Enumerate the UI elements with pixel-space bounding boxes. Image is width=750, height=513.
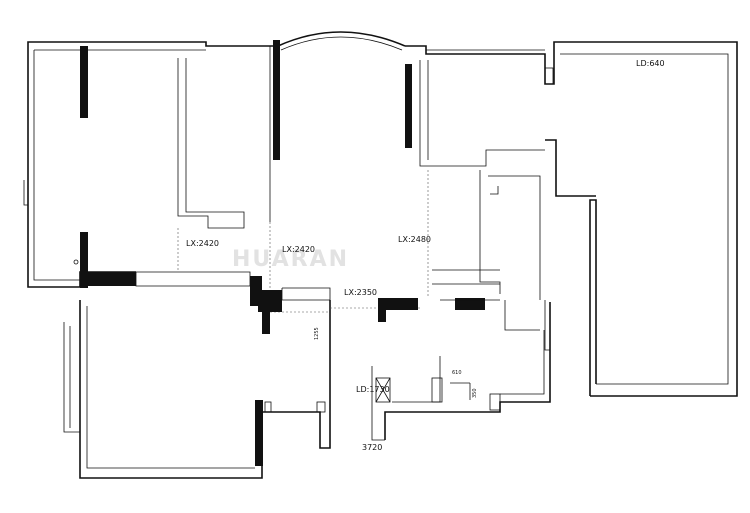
fixtures: [73, 67, 554, 413]
label-lx-left: LX:2420: [186, 239, 219, 248]
label-dim-bottom: 3720: [362, 443, 382, 452]
label-ld-top-right: LD:640: [636, 59, 665, 68]
inner-walls: [135, 46, 550, 351]
label-dim-1255: 1255: [314, 327, 320, 340]
label-lx-center: LX:2420: [282, 245, 315, 254]
room-labels: LX:2420 LX:2420 LX:2480 LX:2350 LD:640 L…: [186, 59, 665, 452]
outer-walls: [23, 31, 738, 479]
label-dim-610: 610: [452, 370, 462, 376]
label-lx-right: LX:2480: [398, 235, 431, 244]
label-lx-corridor: LX:2350: [344, 288, 377, 297]
structural-columns: [80, 40, 485, 466]
label-ld-lower: LD:1730: [356, 385, 390, 394]
openings: [177, 170, 429, 313]
label-dim-350: 350: [472, 388, 478, 398]
watermark: HUARAN: [232, 247, 349, 272]
